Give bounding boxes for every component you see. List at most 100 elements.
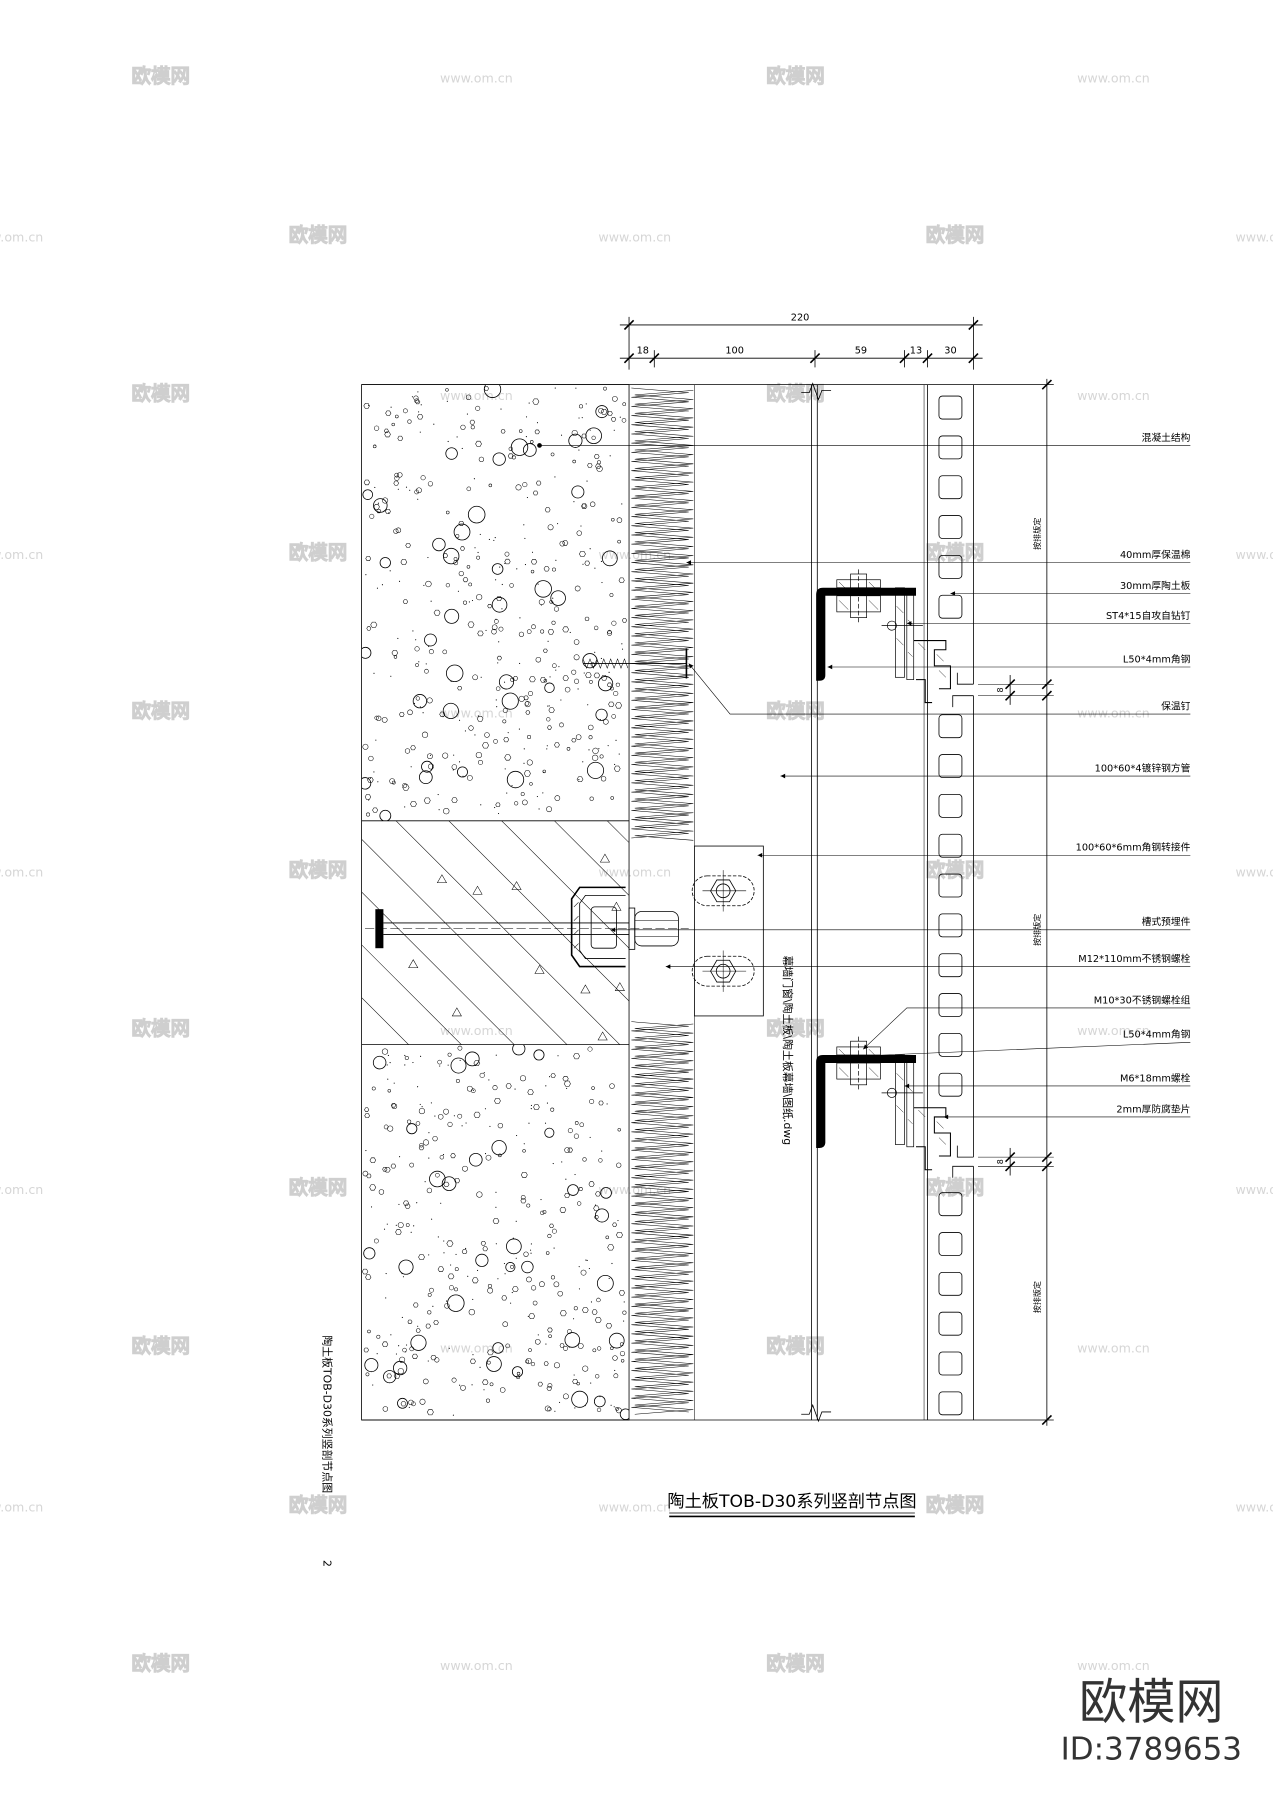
aggregate-dot	[472, 1298, 474, 1300]
aggregate-stone	[482, 1246, 488, 1252]
aggregate-stone	[621, 618, 628, 623]
aggregate-dot	[474, 547, 476, 549]
panel-cavity	[938, 1192, 963, 1217]
aggregate-stone	[546, 1385, 552, 1391]
connector-outline	[694, 845, 764, 1017]
aggregate-dot	[405, 486, 408, 488]
aggregate-circle	[506, 770, 525, 789]
aggregate-circle	[453, 523, 471, 541]
aggregate-dot	[471, 1384, 473, 1386]
aggregate-dot	[615, 739, 617, 741]
aggregate-grain	[405, 1223, 410, 1227]
aggregate-grain	[547, 1233, 552, 1239]
aggregate-dot	[507, 732, 509, 734]
aggregate-grain	[376, 1334, 381, 1339]
aggregate-dot	[572, 1318, 575, 1320]
aggregate-dot	[503, 681, 506, 683]
aggregate-dot	[609, 455, 611, 457]
aggregate-triangle	[597, 1031, 608, 1041]
aggregate-grain	[374, 425, 380, 431]
aggregate-stone	[605, 1322, 613, 1329]
aggregate-stone	[430, 1354, 437, 1361]
aggregate-stone	[613, 765, 621, 772]
aggregate-stone	[523, 770, 531, 777]
aggregate-dot	[373, 771, 375, 773]
aggregate-dot	[494, 807, 496, 809]
aggregate-dot	[375, 739, 377, 741]
aggregate-stone	[554, 742, 560, 748]
watermark-site: www.om.cn	[1077, 388, 1150, 403]
aggregate-stone	[530, 559, 538, 565]
aggregate-circle	[511, 1366, 524, 1378]
aggregate-stone	[411, 1353, 418, 1359]
watermark-site: www.om.cn	[1235, 1182, 1273, 1197]
aggregate-bottom	[361, 1044, 630, 1420]
aggregate-dot	[583, 672, 585, 674]
aggregate-stone	[462, 577, 469, 583]
aggregate-dot	[479, 1366, 481, 1368]
aggregate-stone	[407, 1319, 413, 1324]
aggregate-circle	[491, 597, 508, 613]
watermark-brand: 欧模网	[131, 1017, 190, 1040]
aggregate-grain	[544, 1405, 551, 1412]
aggregate-dot	[519, 617, 521, 619]
aggregate-grain	[462, 1165, 468, 1172]
aggregate-dot	[599, 1396, 601, 1398]
aggregate-grain	[494, 619, 499, 624]
aggregate-dot	[523, 762, 525, 764]
aggregate-grain	[495, 686, 501, 691]
aggregate-circle	[397, 1397, 408, 1409]
aggregate-stone	[454, 1178, 461, 1184]
aggregate-dot	[499, 566, 501, 568]
aggregate-stone	[469, 419, 476, 425]
aggregate-stone	[381, 1341, 389, 1348]
aggregate-dot	[504, 562, 506, 564]
aggregate-dot	[450, 680, 452, 682]
aggregate-grain	[484, 732, 490, 738]
aggregate-stone	[535, 480, 542, 486]
aggregate-stone	[482, 1379, 489, 1386]
aggregate-dot	[523, 1143, 525, 1145]
aggregate-stone	[528, 1313, 536, 1320]
aggregate-dot	[385, 1297, 387, 1299]
panel-cavity	[938, 754, 963, 778]
aggregate-grain	[445, 388, 449, 392]
aggregate-grain	[567, 1128, 573, 1134]
aggregate-dot	[528, 1122, 530, 1124]
panel-joint-lower	[952, 1145, 974, 1178]
aggregate-stone	[402, 599, 409, 604]
aggregate-stone	[588, 1181, 595, 1187]
aggregate-grain	[611, 714, 616, 719]
aggregate-grain	[557, 1290, 563, 1297]
watermark-brand: 欧模网	[131, 65, 190, 88]
aggregate-circle	[486, 1356, 502, 1372]
aggregate-stone	[572, 1378, 579, 1384]
aggregate-grain	[547, 1383, 553, 1388]
aggregate-dot	[477, 715, 479, 717]
aggregate-dot	[439, 1065, 441, 1067]
aggregate-stone	[483, 386, 489, 391]
aggregate-dot	[386, 1064, 388, 1066]
aggregate-grain	[588, 724, 594, 731]
panel-cavity	[938, 435, 963, 460]
aggregate-grain	[468, 1309, 475, 1316]
aggregate-grain	[466, 486, 472, 492]
aggregate-dot	[404, 806, 406, 808]
aggregate-dot	[417, 498, 419, 500]
aggregate-dot	[540, 1199, 542, 1201]
aggregate-grain	[425, 580, 432, 588]
panel-cavity	[938, 833, 963, 858]
aggregate-dot	[525, 436, 527, 438]
aggregate-dot	[389, 1062, 391, 1064]
aggregate-grain	[444, 1303, 450, 1309]
steel-tube	[801, 382, 832, 1423]
aggregate-grain	[368, 755, 374, 762]
watermark-site: www.om.cn	[1077, 706, 1150, 721]
aggregate-dot	[495, 579, 497, 581]
aggregate-dot	[430, 600, 432, 602]
aggregate-dot	[401, 1273, 403, 1275]
aggregate-stone	[487, 604, 493, 609]
aggregate-grain	[525, 1359, 530, 1364]
panel-cavity	[938, 793, 963, 818]
aggregate-dot	[404, 1054, 406, 1057]
